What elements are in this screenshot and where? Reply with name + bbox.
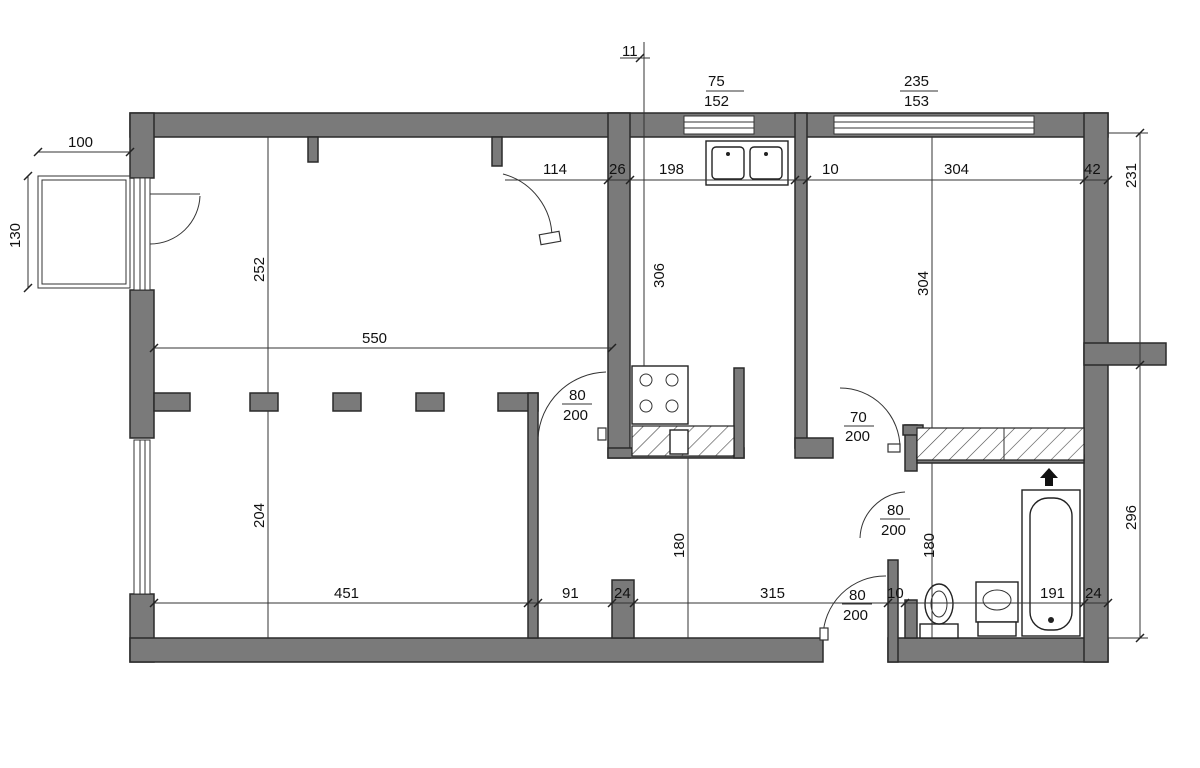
bottom-wall-left: [129, 637, 824, 663]
left-wall-top: [129, 112, 155, 179]
dim-living-204: 204: [251, 503, 268, 528]
dim-42: 42: [1084, 161, 1101, 178]
dim-window-kitchen-w: 75: [708, 73, 725, 90]
balcony-inner: [41, 179, 127, 285]
dim-kitchen-306: 306: [651, 263, 668, 288]
dim-bath-191: 191: [1040, 585, 1065, 602]
stove: [631, 365, 689, 425]
entry-door-height: 200: [843, 607, 868, 624]
bath-door-height: 200: [881, 522, 906, 539]
dim-living-550: 550: [362, 330, 387, 347]
bottom-wall-right: [887, 637, 1109, 663]
dim-114: 114: [543, 161, 567, 178]
door-labels: 80 200 70 200 80 200 80 200: [563, 387, 906, 624]
dim-26: 26: [609, 161, 626, 178]
wardrobe: [916, 427, 1085, 461]
dim-living-451: 451: [334, 585, 359, 602]
dim-window-bed-h: 153: [904, 93, 929, 110]
bedroom-door-width: 70: [850, 409, 867, 426]
right-wall-stub: [1083, 342, 1167, 366]
balcony-door-swing: [149, 195, 201, 245]
doors: [502, 173, 906, 641]
dim-bedroom-304-v: 304: [915, 271, 932, 296]
entry-door-width: 80: [849, 587, 866, 604]
balcony: [37, 175, 131, 289]
kitchen-door-height: 200: [563, 407, 588, 424]
bath-door-width: 80: [887, 502, 904, 519]
dim-living-252: 252: [251, 257, 268, 282]
dim-hall-180: 180: [671, 533, 688, 558]
right-wall: [1083, 112, 1109, 663]
interior-walls: [153, 112, 1085, 663]
kitchen-door-width: 80: [569, 387, 586, 404]
windows-top: [683, 115, 1035, 135]
dimension-labels: 11 75 152 235 153 100 130 252 550 204 45…: [7, 43, 1140, 602]
dim-24-mid: 24: [614, 585, 631, 602]
bathtub: [1021, 489, 1081, 637]
left-wall-middle: [129, 289, 155, 439]
bedroom-door-height: 200: [845, 428, 870, 445]
dim-91: 91: [562, 585, 579, 602]
dim-window-bed-w: 235: [904, 73, 929, 90]
dim-bedroom-304: 304: [944, 161, 969, 178]
bedroom-left-wall: [794, 112, 808, 449]
dim-kitchen-198: 198: [659, 161, 684, 178]
windows-left: [133, 177, 151, 595]
dim-balcony-w: 100: [68, 134, 93, 151]
dim-window-kitchen-h: 152: [704, 93, 729, 110]
toilet: [919, 583, 959, 639]
dim-296: 296: [1123, 505, 1140, 530]
kitchen-sink: [705, 140, 789, 186]
dim-balcony-h: 130: [7, 223, 24, 248]
dim-10-bath: 10: [887, 585, 904, 602]
arrow-up-icon: [1040, 468, 1058, 486]
dimension-lines: [23, 42, 1148, 643]
kitchen-appliance: [669, 429, 689, 455]
dim-hall-315: 315: [760, 585, 785, 602]
dim-10-top: 10: [822, 161, 839, 178]
bath-left-wall: [887, 559, 899, 663]
dim-bath-180: 180: [921, 533, 938, 558]
bathroom-sink: [975, 581, 1019, 637]
dim-231: 231: [1123, 163, 1140, 188]
dim-24-right: 24: [1085, 585, 1102, 602]
dim-11: 11: [622, 43, 638, 60]
